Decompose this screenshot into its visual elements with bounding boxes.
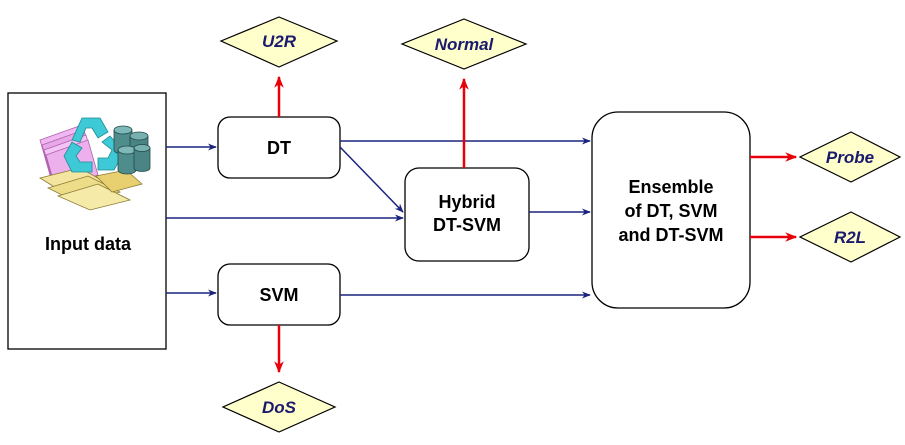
hybrid-label-line2: DT-SVM [433,215,501,235]
svm-node: SVM [217,263,341,326]
input-data-node: Input data [7,92,167,350]
output-u2r: U2R [219,16,339,68]
recycle-icon [63,117,125,173]
input-data-label: Input data [45,234,132,254]
input-data-illustration [38,117,151,211]
hybrid-label-line1: Hybrid [438,192,495,212]
output-arrows [274,75,798,374]
ensemble-label-line1: Ensemble [628,177,713,197]
output-dos: DoS [221,381,337,433]
output-r2l-label: R2L [834,228,866,247]
output-dos-label: DoS [262,398,297,417]
hybrid-dt-svm-node: Hybrid DT-SVM [404,167,530,262]
dt-label: DT [267,138,291,158]
output-probe-label: Probe [826,148,874,167]
dt-node: DT [217,116,341,179]
database-icon [113,125,151,175]
arrow-dt-to-hybrid [339,146,404,213]
svm-label: SVM [259,285,298,305]
ensemble-label-line3: and DT-SVM [618,225,723,245]
ensemble-node: Ensemble of DT, SVM and DT-SVM [591,111,751,309]
output-r2l: R2L [798,211,902,263]
paper-sheets-icon [38,167,143,211]
output-u2r-label: U2R [262,32,297,51]
ensemble-label-line2: of DT, SVM [625,201,718,221]
output-normal: Normal [400,18,528,70]
output-probe: Probe [798,131,902,183]
output-normal-label: Normal [435,35,495,54]
